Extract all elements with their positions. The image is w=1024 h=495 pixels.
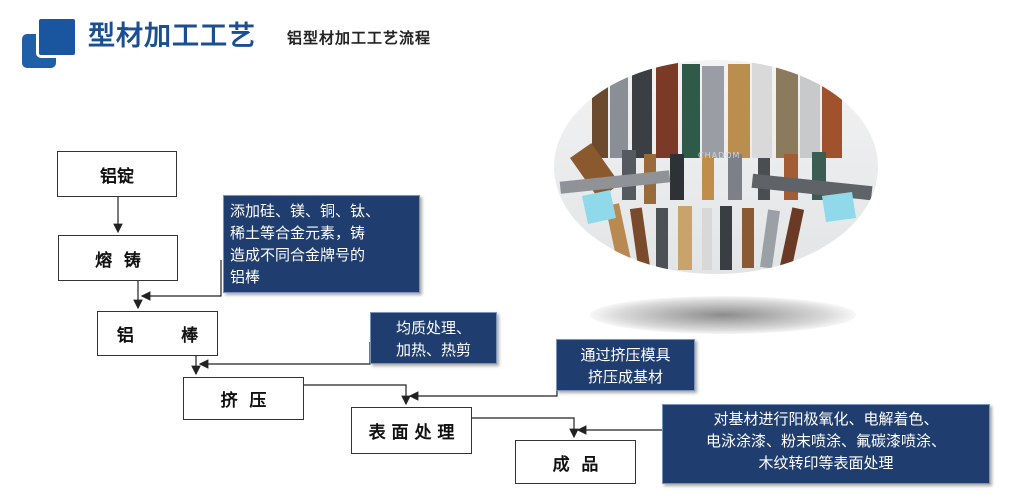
page-title: 型材加工工艺	[88, 21, 256, 52]
note-surface-methods: 对基材进行阳极氧化、电解着色、 电泳涂漆、粉末喷涂、氟碳漆喷涂、 木纹转印等表面…	[662, 404, 990, 484]
photo-watermark: CHADOM	[698, 151, 741, 160]
note-homogenize: 均质处理、 加热、热剪	[370, 312, 497, 364]
step-finished-product: 成 品	[515, 440, 636, 484]
photo-shadow	[590, 296, 856, 334]
logo-icon	[22, 12, 80, 70]
step-surface-treatment: 表 面 处 理	[351, 407, 472, 454]
step-aluminum-ingot: 铝锭	[57, 151, 177, 197]
step-casting: 熔 铸	[58, 235, 178, 281]
page-subtitle: 铝型材加工工艺流程	[287, 29, 432, 47]
note-extrusion-die: 通过挤压模具 挤压成基材	[556, 339, 695, 391]
profiles-photo	[552, 58, 880, 276]
step-extrusion: 挤 压	[183, 377, 304, 420]
note-alloy-elements: 添加硅、镁、铜、钛、 稀土等合金元素，铸 造成不同合金牌号的 铝棒	[223, 195, 420, 293]
step-aluminum-rod: 铝 棒	[97, 311, 218, 356]
